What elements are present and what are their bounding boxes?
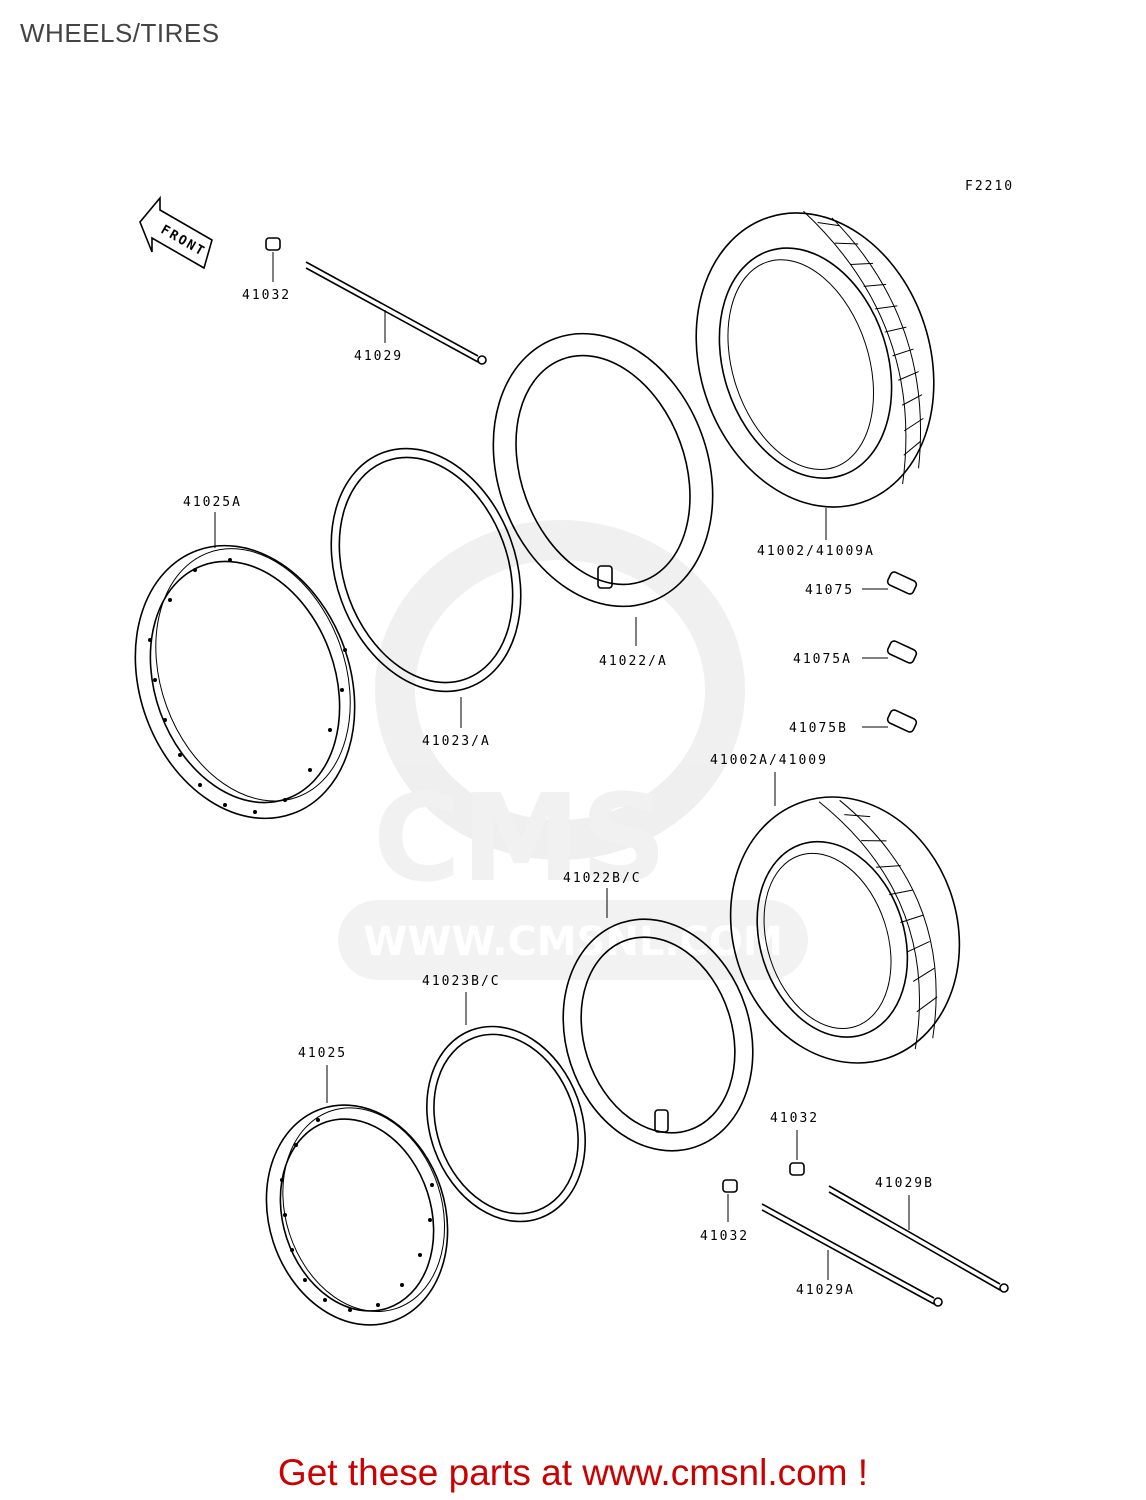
valve-41022B	[654, 1109, 669, 1133]
rim-41025A-holes	[148, 558, 347, 814]
tube-41022B	[562, 918, 754, 1152]
valve-41075A	[862, 640, 918, 664]
rim-band-41023B	[426, 1025, 586, 1223]
watermark-url: WWW.CMSNL.COM	[363, 919, 783, 965]
label-41023-A: 41023/A	[422, 734, 491, 749]
spoke-41029A	[761, 1203, 943, 1307]
watermark-logo: CMS	[373, 770, 667, 909]
spoke-41029B	[828, 1185, 1009, 1293]
tire-41002A	[729, 796, 961, 1064]
label-41075B: 41075B	[789, 721, 848, 736]
spoke-41029	[305, 261, 487, 365]
rim-band-41023	[330, 447, 522, 693]
label-41025A: 41025A	[183, 495, 242, 510]
label-41002-41009A: 41002/41009A	[757, 544, 875, 559]
label-41029: 41029	[354, 349, 403, 364]
label-41029B: 41029B	[875, 1176, 934, 1191]
label-41023B-C: 41023B/C	[422, 974, 501, 989]
watermark: CMS WWW.CMSNL.COM	[338, 520, 808, 980]
valve-cap-41032-right	[789, 1162, 805, 1176]
front-arrow-label: FRONT	[158, 222, 208, 260]
label-41032-bottom: 41032	[700, 1229, 749, 1244]
label-41032-right: 41032	[770, 1111, 819, 1126]
valve-41022	[597, 565, 613, 589]
valve-cap-41032-top	[265, 237, 281, 282]
label-41032-top: 41032	[242, 288, 291, 303]
label-41075: 41075	[805, 583, 854, 598]
page-title: WHEELS/TIRES	[20, 18, 220, 48]
rim-41025A	[134, 544, 356, 820]
label-41025: 41025	[298, 1046, 347, 1061]
parts-diagram: CMS WWW.CMSNL.COM F2210 FRONT 41032 4102…	[134, 179, 1014, 1326]
figure-code: F2210	[965, 179, 1014, 194]
label-41029A: 41029A	[796, 1283, 855, 1298]
label-41022B-C: 41022B/C	[563, 871, 642, 886]
valve-41075B	[862, 709, 918, 733]
rim-41025-holes	[280, 1118, 434, 1312]
front-arrow: FRONT	[139, 195, 213, 270]
label-41002A-41009: 41002A/41009	[710, 753, 828, 768]
label-41022-A: 41022/A	[599, 654, 668, 669]
tire-41002	[695, 210, 935, 508]
rim-41025	[265, 1104, 449, 1326]
label-41075A: 41075A	[793, 652, 852, 667]
footer-link[interactable]: Get these parts at www.cmsnl.com !	[277, 1452, 869, 1493]
valve-41075	[862, 571, 918, 595]
tube-41022	[492, 332, 714, 608]
valve-cap-41032-bottom	[722, 1179, 738, 1222]
